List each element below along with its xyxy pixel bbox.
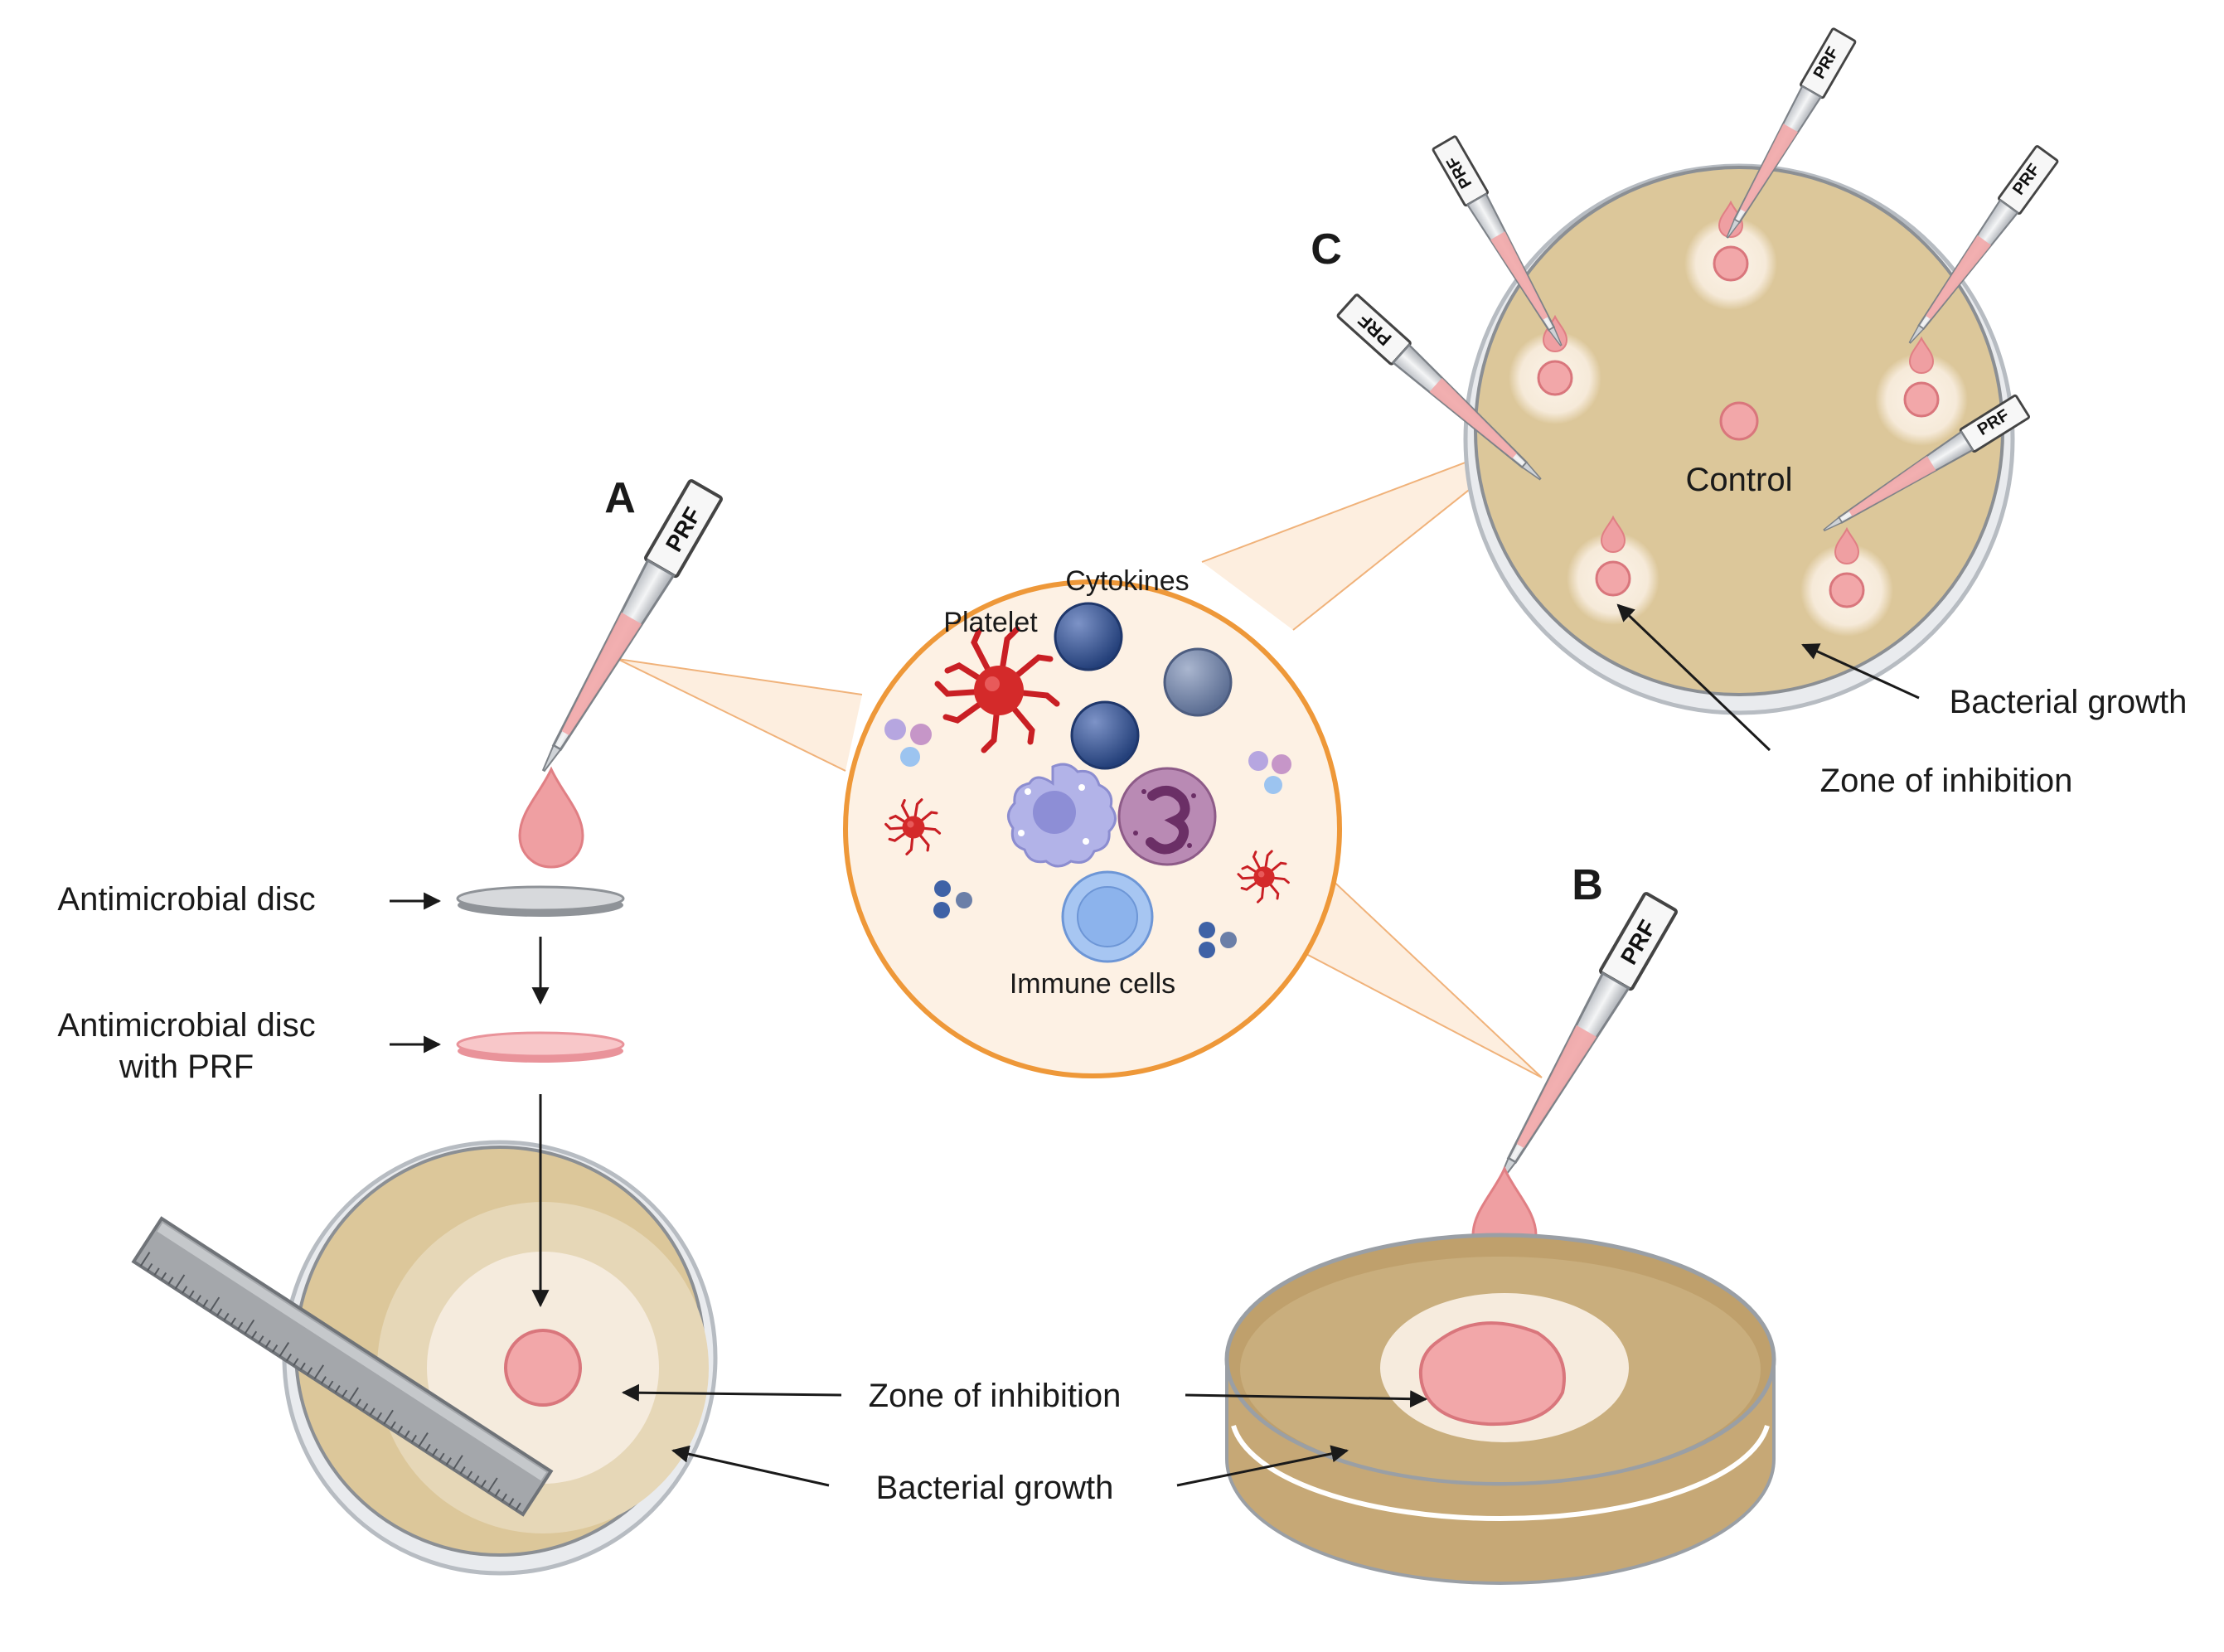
cytokine-icon [1054,602,1233,770]
prf-components-circle: Cytokines Platelet Immune cells [843,565,1342,1078]
antimicrobial-disc-icon [456,885,625,917]
antimicrobial-disc-prf-label-2: with PRF [119,1049,254,1085]
control-label: Control [1686,462,1793,498]
prf-disc-icon [1595,560,1631,597]
petri-dish-b [1224,1233,1776,1585]
ruler-icon [131,1216,554,1517]
prf-disc-icon [1903,381,1940,418]
panel-c-letter: C [1311,225,1342,274]
zoom-connectors [617,434,1543,1078]
small-cells-icon [884,719,1291,958]
prf-disc-icon [1537,360,1573,396]
panel-b-letter: B [1572,861,1603,909]
petri-dish-c [1463,163,2015,715]
cytokines-label: Cytokines [1065,565,1189,597]
zone-of-inhibition-label: Zone of inhibition [869,1378,1122,1414]
monocyte-icon [1007,763,1117,868]
zone-of-inhibition-label-c: Zone of inhibition [1820,763,2073,799]
bacterial-growth-label: Bacterial growth [876,1470,1114,1506]
antimicrobial-disc-label: Antimicrobial disc [57,881,315,918]
pipette-icon: PRF [526,478,724,782]
prf-disc-icon [1713,245,1749,282]
prf-disc-icon [1829,572,1865,608]
antimicrobial-disc-prf-icon [456,1031,625,1063]
control-disc-icon [1719,401,1759,441]
pipette-icon: PRF [1480,891,1679,1194]
panel-c: C Control PRF PRF PRF PRF PRF [1311,27,2188,799]
immune-cells-label: Immune cells [1010,968,1175,1000]
panel-b: B PRF [1176,861,1776,1585]
neutrophil-icon [1117,767,1217,866]
antimicrobial-disc-prf-label-1: Antimicrobial disc [57,1007,315,1044]
lymphocyte-icon [1061,870,1154,963]
platelet-label: Platelet [943,607,1038,638]
bacterial-growth-label-c: Bacterial growth [1950,684,2188,720]
panel-a-letter: A [604,474,636,522]
panel-a: A PRF Antimicrobial disc Antimicrobial d… [57,474,1122,1576]
prf-drop-icon [518,768,584,869]
